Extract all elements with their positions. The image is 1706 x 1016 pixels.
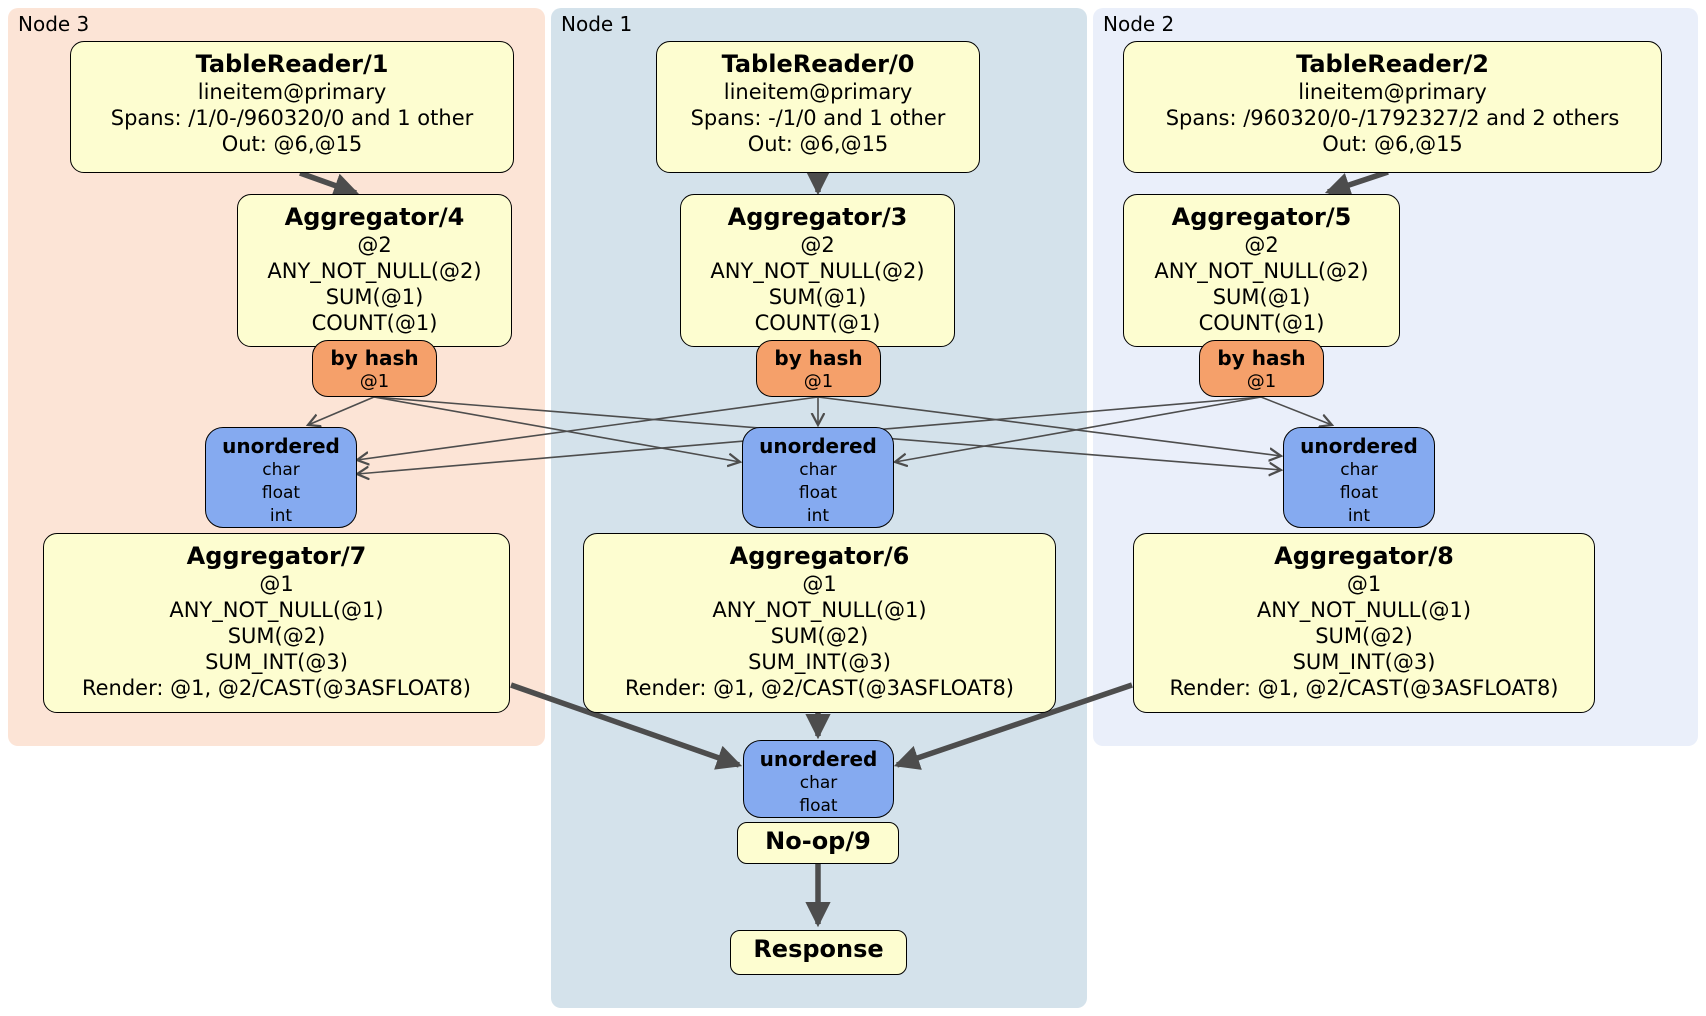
router-line: @1	[359, 371, 390, 392]
edge-tablereader-2-to-aggregator-5	[1324, 169, 1389, 198]
box-line: @2	[357, 233, 392, 257]
box-title: Aggregator/3	[727, 203, 908, 231]
sync-unordered-right: unordered char float int	[1283, 427, 1435, 528]
sync-title: unordered	[759, 434, 877, 458]
sync-line: float	[1339, 483, 1379, 503]
sync-unordered-final: unordered char float	[743, 740, 894, 818]
router-by-hash-mid: by hash @1	[756, 340, 881, 397]
processor-aggregator-4: Aggregator/4 @2 ANY_NOT_NULL(@2) SUM(@1)…	[237, 194, 512, 347]
box-line: Spans: /1/0-/960320/0 and 1 other	[110, 106, 474, 130]
box-title: TableReader/2	[1296, 50, 1489, 78]
router-title: by hash	[774, 346, 863, 370]
box-line: SUM_INT(@3)	[205, 650, 348, 674]
box-title: Aggregator/7	[186, 542, 367, 570]
box-line: COUNT(@1)	[311, 311, 438, 335]
sync-line: char	[799, 460, 837, 480]
router-title: by hash	[1217, 346, 1306, 370]
box-line: SUM_INT(@3)	[1292, 650, 1436, 674]
box-line: ANY_NOT_NULL(@2)	[1154, 259, 1369, 283]
processor-aggregator-7: Aggregator/7 @1 ANY_NOT_NULL(@1) SUM(@2)…	[43, 533, 510, 713]
node1-label: Node 1	[561, 12, 633, 36]
router-by-hash-right: by hash @1	[1199, 340, 1324, 397]
processor-response: Response	[730, 930, 907, 975]
processor-aggregator-5: Aggregator/5 @2 ANY_NOT_NULL(@2) SUM(@1)…	[1123, 194, 1400, 347]
box-line: Out: @6,@15	[1322, 132, 1463, 156]
sync-line: char	[1340, 460, 1378, 480]
box-line: SUM_INT(@3)	[748, 650, 891, 674]
box-line: @1	[802, 572, 837, 596]
edge-hash-right-to-sync-mid	[895, 396, 1262, 462]
box-line: @2	[1244, 233, 1279, 257]
box-title: Aggregator/4	[284, 203, 465, 231]
box-line: SUM(@2)	[770, 624, 869, 648]
box-line: SUM(@2)	[227, 624, 326, 648]
box-title: TableReader/0	[721, 50, 915, 78]
box-line: lineitem@primary	[197, 80, 387, 104]
sync-line: char	[262, 460, 300, 480]
box-line: COUNT(@1)	[1198, 311, 1325, 335]
box-line: Render: @1, @2/CAST(@3ASFLOAT8)	[81, 676, 472, 700]
sync-line: int	[806, 506, 830, 526]
processor-aggregator-6: Aggregator/6 @1 ANY_NOT_NULL(@1) SUM(@2)…	[583, 533, 1056, 713]
processor-tablereader-0: TableReader/0 lineitem@primary Spans: -/…	[656, 41, 980, 173]
node3-label: Node 3	[18, 12, 90, 36]
box-line: Render: @1, @2/CAST(@3ASFLOAT8)	[624, 676, 1015, 700]
edge-hash-right-to-sync-right	[1260, 396, 1332, 425]
processor-aggregator-3: Aggregator/3 @2 ANY_NOT_NULL(@2) SUM(@1)…	[680, 194, 955, 347]
edge-tablereader-1-to-aggregator-4	[299, 170, 360, 198]
box-line: Spans: -/1/0 and 1 other	[690, 106, 946, 130]
box-line: ANY_NOT_NULL(@1)	[712, 598, 927, 622]
box-title: Aggregator/5	[1171, 203, 1352, 231]
box-line: SUM(@1)	[325, 285, 424, 309]
processor-aggregator-8: Aggregator/8 @1 ANY_NOT_NULL(@1) SUM(@2)…	[1133, 533, 1595, 713]
edge-aggregator-8-to-sync-final	[893, 682, 1133, 770]
box-line: Spans: /960320/0-/1792327/2 and 2 others	[1165, 106, 1620, 130]
box-line: COUNT(@1)	[754, 311, 881, 335]
sync-title: unordered	[222, 434, 340, 458]
node2-label: Node 2	[1103, 12, 1175, 36]
edge-aggregator-7-to-sync-final	[510, 682, 743, 770]
router-line: @1	[1246, 371, 1277, 392]
box-line: @2	[800, 233, 835, 257]
box-line: ANY_NOT_NULL(@2)	[267, 259, 482, 283]
box-line: lineitem@primary	[723, 80, 913, 104]
box-line: ANY_NOT_NULL(@1)	[1256, 598, 1472, 622]
box-line: Out: @6,@15	[747, 132, 889, 156]
edge-hash-mid-to-sync-right	[817, 396, 1281, 456]
box-title: Aggregator/6	[729, 542, 910, 570]
edge-hash-left-to-sync-mid	[373, 396, 740, 462]
box-line: SUM(@1)	[1212, 285, 1311, 309]
router-title: by hash	[330, 346, 419, 370]
edge-hash-mid-to-sync-left	[357, 396, 819, 460]
sync-line: float	[799, 796, 838, 816]
sync-unordered-left: unordered char float int	[205, 427, 357, 528]
sync-title: unordered	[759, 747, 878, 771]
box-line: @1	[259, 572, 294, 596]
box-line: ANY_NOT_NULL(@1)	[169, 598, 384, 622]
box-title: TableReader/1	[195, 50, 389, 78]
box-line: @1	[1346, 572, 1382, 596]
processor-tablereader-2: TableReader/2 lineitem@primary Spans: /9…	[1123, 41, 1662, 173]
sync-unordered-mid: unordered char float int	[742, 427, 894, 528]
sync-line: float	[261, 483, 301, 503]
box-line: lineitem@primary	[1298, 80, 1487, 104]
sync-line: char	[799, 773, 838, 793]
box-line: Render: @1, @2/CAST(@3ASFLOAT8)	[1169, 676, 1559, 700]
sync-line: int	[1347, 506, 1371, 526]
box-title: Aggregator/8	[1274, 542, 1454, 570]
sync-line: float	[798, 483, 838, 503]
box-line: ANY_NOT_NULL(@2)	[710, 259, 925, 283]
box-title: No-op/9	[765, 827, 871, 855]
box-line: Out: @6,@15	[221, 132, 363, 156]
router-line: @1	[803, 371, 834, 392]
box-line: SUM(@1)	[768, 285, 867, 309]
router-by-hash-left: by hash @1	[312, 340, 437, 397]
processor-noop-9: No-op/9	[737, 822, 899, 864]
box-title: Response	[753, 935, 884, 963]
edge-hash-left-to-sync-left	[308, 396, 375, 425]
sync-title: unordered	[1300, 434, 1418, 458]
box-line: SUM(@2)	[1315, 624, 1413, 648]
processor-tablereader-1: TableReader/1 lineitem@primary Spans: /1…	[70, 41, 514, 173]
sync-line: int	[269, 506, 293, 526]
